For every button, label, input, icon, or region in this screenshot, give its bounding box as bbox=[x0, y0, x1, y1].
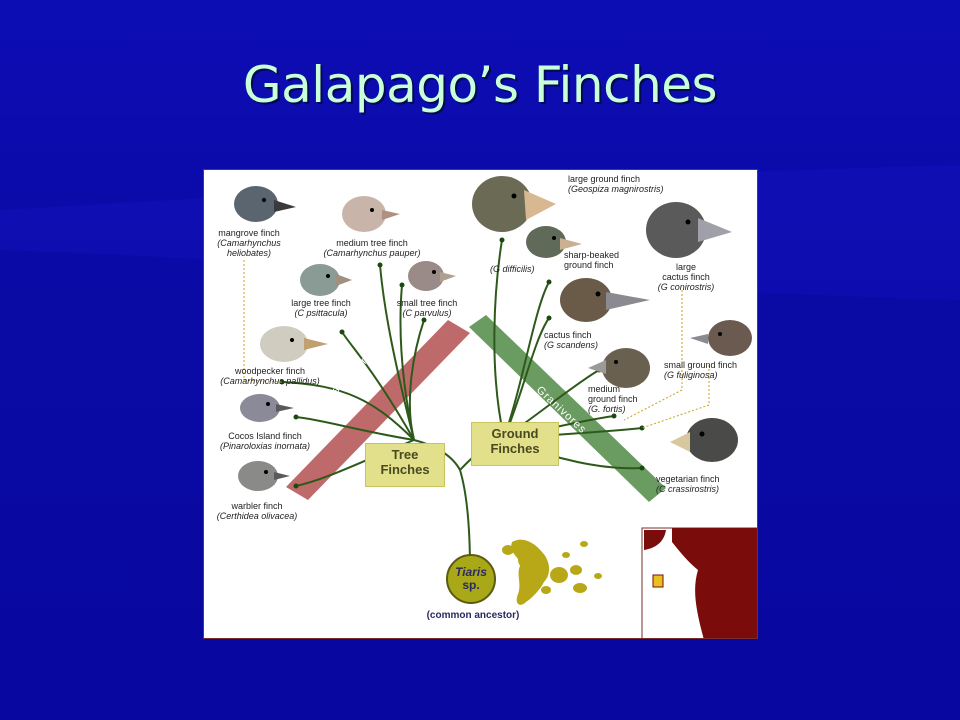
cocos-island-finch-head bbox=[240, 394, 294, 422]
woodpecker-finch-head bbox=[260, 326, 328, 362]
species-label-large-ground-finch: large ground finch (Geospiza magnirostri… bbox=[568, 174, 664, 194]
large-tree-finch-head bbox=[300, 264, 352, 296]
species-label-vegetarian-finch: vegetarian finch (C crassirostris) bbox=[656, 474, 720, 494]
large-cactus-finch-head bbox=[646, 202, 732, 258]
species-label-small-tree-finch: small tree finch (C parvulus) bbox=[384, 298, 470, 318]
south-america-map bbox=[642, 528, 758, 639]
small-ground-finch-head bbox=[690, 320, 752, 356]
vegetarian-finch-head bbox=[670, 418, 738, 462]
species-label-large-cactus-finch: large cactus finch (G conirostris) bbox=[646, 262, 726, 292]
mangrove-finch-head bbox=[234, 186, 296, 222]
medium-ground-finch-head bbox=[588, 348, 650, 388]
small-tree-finch-head bbox=[408, 261, 456, 291]
cactus-finch-head bbox=[560, 278, 650, 322]
ancestor-sp: sp. bbox=[462, 578, 479, 592]
species-label-large-tree-finch: large tree finch (C psittacula) bbox=[278, 298, 364, 318]
species-label-cactus-finch: cactus finch (G scandens) bbox=[544, 330, 598, 350]
ground-finches-box: Ground Finches bbox=[471, 422, 559, 466]
species-label-woodpecker-finch: woodpecker finch (Camarhynchus pallidus) bbox=[204, 366, 336, 386]
species-label-warbler-finch: warbler finch (Certhidea olivacea) bbox=[204, 501, 310, 521]
galapagos-islands bbox=[502, 540, 602, 605]
large-ground-finch-head bbox=[472, 176, 556, 232]
species-label-sharp-beaked-scientific: (G difficilis) bbox=[490, 264, 535, 274]
tree-finches-box: Tree Finches bbox=[365, 443, 445, 487]
slide-title: Galapago’s Finches bbox=[0, 56, 960, 114]
species-label-sharp-beaked-ground-finch: sharp-beaked ground finch bbox=[564, 250, 619, 270]
finch-diagram: Insectivores Granivores Tree Finches Gro… bbox=[203, 169, 758, 639]
species-label-medium-ground-finch: medium ground finch (G. fortis) bbox=[588, 384, 638, 414]
ancestor-caption: (common ancestor) bbox=[413, 610, 533, 621]
species-label-cocos-island-finch: Cocos Island finch (Pinaroloxias inornat… bbox=[204, 431, 326, 451]
tree-finches-label: Tree Finches bbox=[380, 447, 429, 477]
species-label-mangrove-finch: mangrove finch (Camarhynchus heliobates) bbox=[210, 228, 288, 258]
medium-tree-finch-head bbox=[342, 196, 400, 232]
common-ancestor-node: Tiaris sp. bbox=[446, 554, 496, 604]
species-label-medium-tree-finch: medium tree finch (Camarhynchus pauper) bbox=[312, 238, 432, 258]
ground-finches-label: Ground Finches bbox=[490, 426, 539, 456]
warbler-finch-head bbox=[238, 461, 290, 491]
species-label-small-ground-finch: small ground finch (G fuliginosa) bbox=[664, 360, 737, 380]
